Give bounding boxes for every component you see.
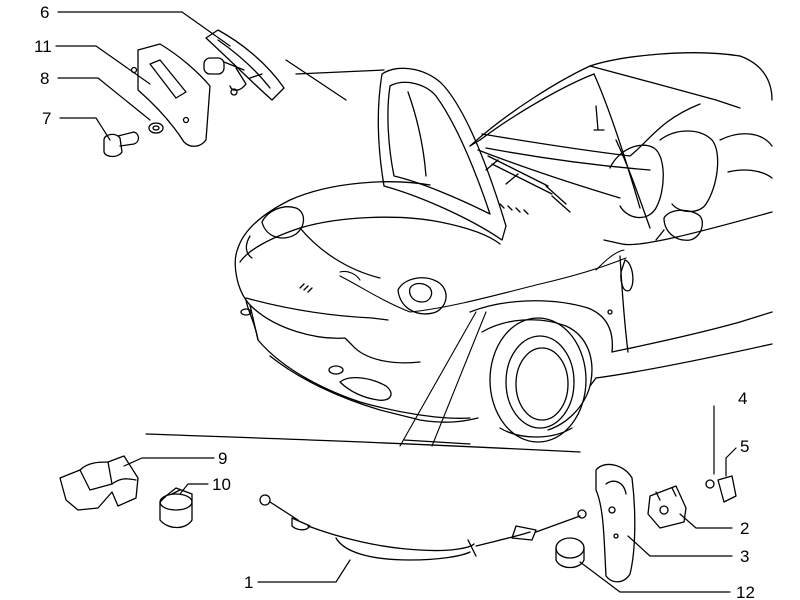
cable-clip-icon — [59, 455, 139, 511]
spring-clip-icon — [717, 475, 737, 503]
callout-labels: 6 11 8 7 9 10 1 4 5 2 3 12 — [34, 3, 755, 600]
nut-icon — [705, 479, 715, 489]
callout-10: 10 — [212, 475, 231, 494]
grommet-icon — [159, 487, 193, 529]
callout-3: 3 — [740, 547, 749, 566]
bush-icon — [555, 537, 585, 569]
bonnet-lock-icon — [103, 29, 285, 158]
car-drawing-icon — [145, 52, 773, 453]
callout-4: 4 — [738, 389, 747, 408]
callout-5: 5 — [740, 437, 749, 456]
bonnet-panel — [285, 59, 507, 241]
callout-12: 12 — [736, 583, 755, 600]
release-cable-icon — [259, 494, 587, 561]
release-lever-icon — [595, 463, 636, 583]
callout-7: 7 — [42, 109, 51, 128]
callout-11: 11 — [34, 37, 52, 56]
leader-lines — [55, 11, 737, 593]
callout-2: 2 — [740, 519, 749, 538]
callout-6: 6 — [40, 3, 49, 22]
callout-8: 8 — [40, 69, 49, 88]
callout-1: 1 — [244, 573, 253, 592]
bracket-icon — [647, 485, 687, 529]
cable-route — [339, 249, 627, 447]
callout-9: 9 — [218, 449, 227, 468]
